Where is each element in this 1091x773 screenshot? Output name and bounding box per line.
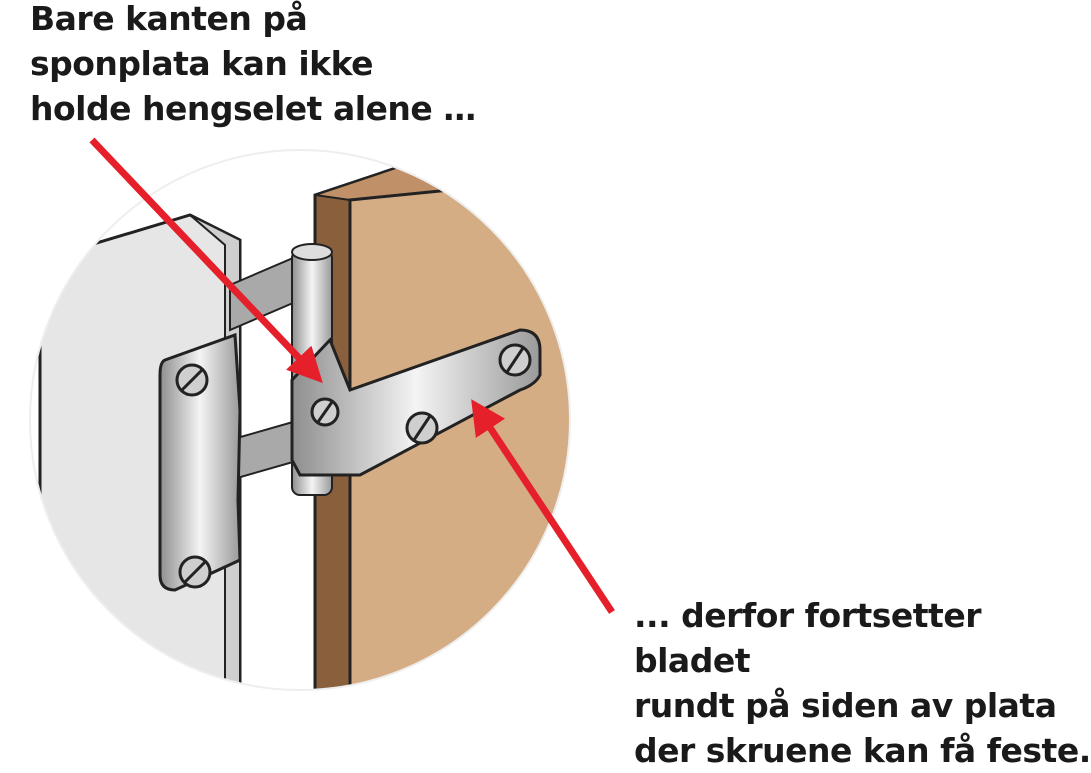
caption-top-line: sponplata kan ikke xyxy=(30,44,374,83)
caption-top-line: Bare kanten på xyxy=(30,0,308,38)
caption-bottom-line: der skruene kan få feste. xyxy=(634,731,1091,770)
arrow-to-edge xyxy=(89,137,323,384)
caption-top-line: holde hengselet alene … xyxy=(30,89,476,128)
arrow-to-leaf xyxy=(471,399,615,614)
caption-top: Bare kanten på sponplata kan ikke holde … xyxy=(30,0,476,131)
hinge-leaf-panel xyxy=(158,332,242,592)
hinge-leaf-door xyxy=(290,328,542,477)
caption-bottom: ... derfor fortsetter bladet rundt på si… xyxy=(634,593,1091,773)
hinge-illustration xyxy=(29,137,615,691)
magnified-view xyxy=(30,150,570,690)
caption-bottom-line: ... derfor fortsetter bladet xyxy=(634,596,981,680)
caption-bottom-line: rundt på siden av plata xyxy=(634,686,1057,725)
